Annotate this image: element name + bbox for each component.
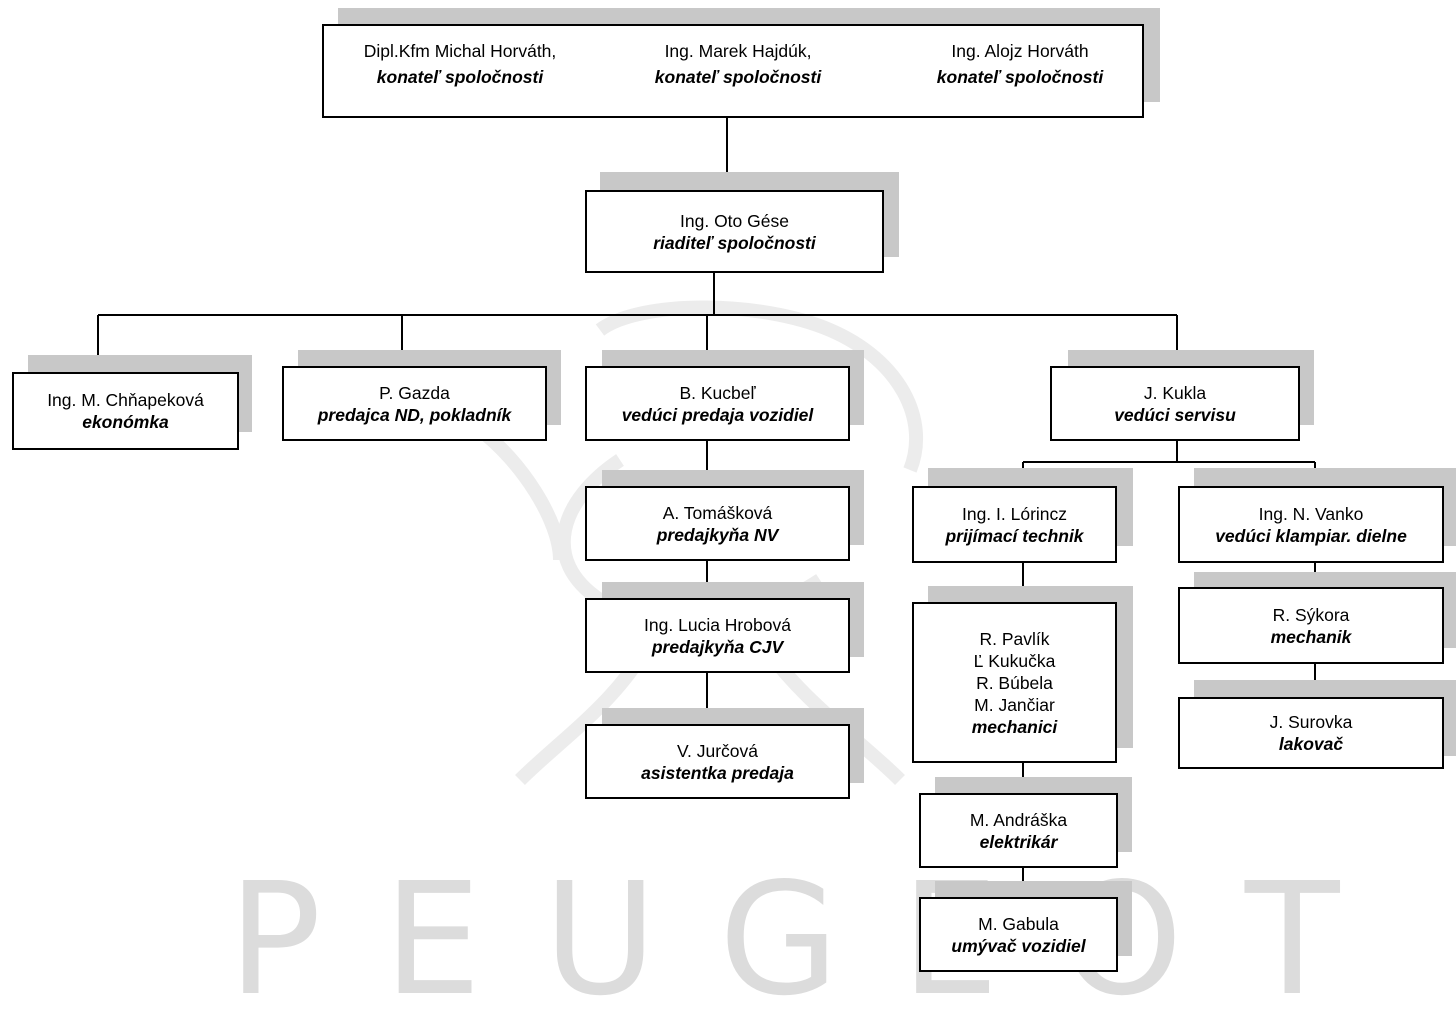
sales-assistant-role: asistentka predaja: [641, 762, 794, 783]
owner-3-name: Ing. Alojz Horváth: [951, 41, 1089, 61]
owner-2-role: konateľ spoločnosti: [654, 67, 822, 87]
mechanic-name-4: M. Jančiar: [974, 694, 1055, 715]
sales-assistant-box: V. Jurčová asistentka predaja: [585, 724, 850, 799]
mechanic-name-2: Ľ Kukučka: [973, 650, 1056, 671]
bodyshop-head-name: Ing. N. Vanko: [1258, 503, 1364, 524]
sales-nv-box: A. Tomášková predajkyňa NV: [585, 486, 850, 561]
sales-assistant-name: V. Jurčová: [676, 740, 759, 761]
electrician-name: M. Andráška: [969, 809, 1068, 830]
service-head-box: J. Kukla vedúci servisu: [1050, 366, 1300, 441]
washer-box: M. Gabula umývač vozidiel: [919, 897, 1118, 972]
sales-head-box: B. Kucbeľ vedúci predaja vozidiel: [585, 366, 850, 441]
bodyshop-head-role: vedúci klampiar. dielne: [1215, 525, 1407, 546]
painter-box: J. Surovka lakovač: [1178, 697, 1444, 769]
owner-1-name: Dipl.Kfm Michal Horváth,: [363, 41, 557, 61]
owner-2-name: Ing. Marek Hajdúk,: [664, 41, 812, 61]
bodyshop-mechanic-role: mechanik: [1270, 626, 1352, 647]
economist-name: Ing. M. Chňapeková: [47, 390, 204, 410]
sales-cjv-box: Ing. Lucia Hrobová predajkyňa CJV: [585, 598, 850, 673]
director-role: riaditeľ spoločnosti: [653, 232, 816, 253]
washer-role: umývač vozidiel: [951, 935, 1086, 956]
owner-2: Ing. Marek Hajdúk, konateľ spoločnosti: [618, 38, 858, 90]
cashier-box: P. Gazda predajca ND, pokladník: [282, 366, 547, 441]
owner-3-role: konateľ spoločnosti: [936, 67, 1104, 87]
cashier-name: P. Gazda: [379, 382, 450, 403]
cashier-role: predajca ND, pokladník: [317, 404, 512, 425]
mechanic-name-1: R. Pavlík: [979, 628, 1050, 649]
sales-cjv-role: predajkyňa CJV: [651, 636, 784, 657]
sales-head-name: B. Kucbeľ: [679, 382, 756, 403]
painter-name: J. Surovka: [1269, 712, 1353, 732]
reception-role: prijímací technik: [945, 525, 1084, 546]
economist-box: Ing. M. Chňapeková ekonómka: [12, 372, 239, 450]
owner-1-role: konateľ spoločnosti: [376, 67, 544, 87]
bodyshop-head-box: Ing. N. Vanko vedúci klampiar. dielne: [1178, 486, 1444, 563]
director-box: Ing. Oto Gése riaditeľ spoločnosti: [585, 190, 884, 273]
owners-box: [322, 24, 1144, 118]
electrician-role: elektrikár: [979, 831, 1058, 852]
painter-role: lakovač: [1278, 734, 1344, 754]
sales-nv-role: predajkyňa NV: [656, 524, 779, 545]
electrician-box: M. Andráška elektrikár: [919, 793, 1118, 868]
bodyshop-mechanic-name: R. Sýkora: [1272, 604, 1350, 625]
sales-cjv-name: Ing. Lucia Hrobová: [644, 614, 791, 635]
owner-3: Ing. Alojz Horváth konateľ spoločnosti: [900, 38, 1140, 90]
mechanics-box: R. Pavlík Ľ Kukučka R. Búbela M. Jančiar…: [912, 602, 1117, 763]
economist-role: ekonómka: [82, 412, 169, 432]
washer-name: M. Gabula: [978, 913, 1059, 934]
sales-head-role: vedúci predaja vozidiel: [621, 404, 814, 425]
mechanic-name-3: R. Búbela: [976, 672, 1053, 693]
bodyshop-mechanic-box: R. Sýkora mechanik: [1178, 587, 1444, 664]
owner-1: Dipl.Kfm Michal Horváth, konateľ spoločn…: [340, 38, 580, 90]
service-head-name: J. Kukla: [1143, 382, 1207, 403]
reception-box: Ing. I. Lórincz prijímací technik: [912, 486, 1117, 563]
sales-nv-name: A. Tomášková: [662, 502, 773, 523]
mechanics-role: mechanici: [971, 716, 1058, 737]
director-name: Ing. Oto Gése: [680, 210, 789, 231]
service-head-role: vedúci servisu: [1114, 404, 1236, 425]
reception-name: Ing. I. Lórincz: [961, 503, 1068, 524]
